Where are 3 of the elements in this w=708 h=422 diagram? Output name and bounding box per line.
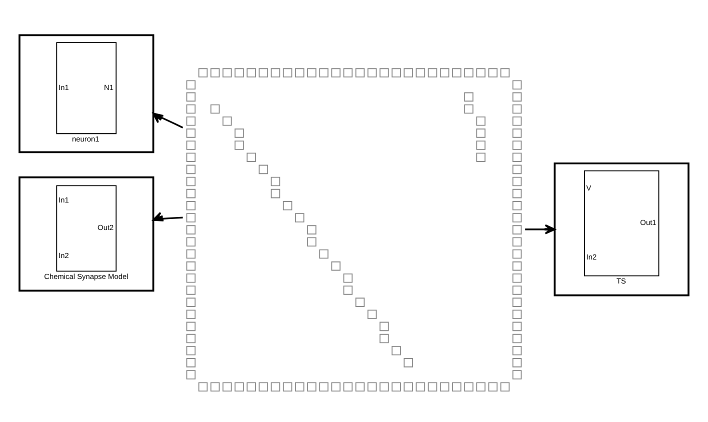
node-label: neuron1 [72, 134, 100, 144]
node-label: TS [616, 276, 626, 286]
node-label: Chemical Synapse Model [44, 272, 128, 281]
